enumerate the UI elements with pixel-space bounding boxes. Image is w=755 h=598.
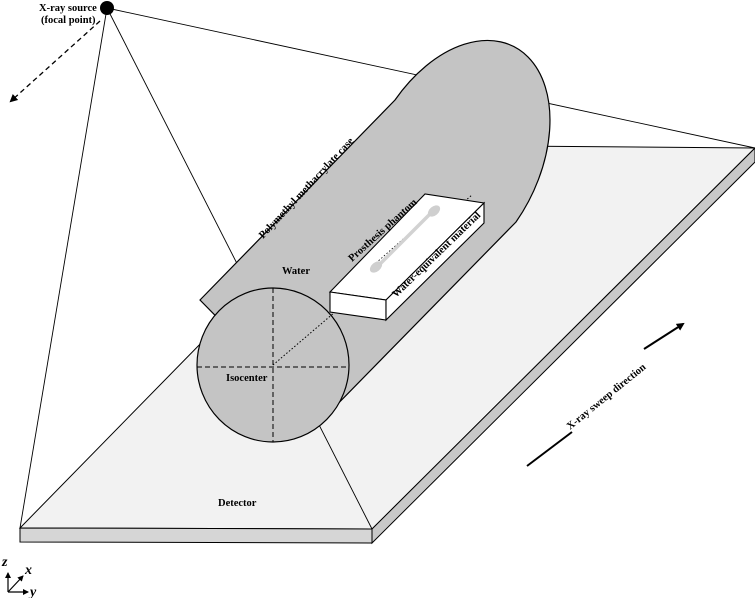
source-label-line1: X-ray source bbox=[39, 3, 97, 14]
axis-x-label: x bbox=[24, 563, 32, 578]
water-label: Water bbox=[282, 266, 310, 277]
sweep-arrow-tail bbox=[526, 431, 573, 467]
axis-indicator bbox=[5, 572, 29, 595]
source-motion-arrow bbox=[9, 20, 101, 103]
pmma-cylinder bbox=[196, 39, 551, 443]
axis-x-arrow bbox=[7, 575, 24, 593]
sweep-arrow-head-line bbox=[643, 322, 685, 350]
axis-z-label: z bbox=[1, 555, 8, 570]
prosthesis-phantom bbox=[369, 205, 441, 273]
isocenter-label: Isocenter bbox=[226, 373, 268, 384]
detector-label: Detector bbox=[218, 498, 257, 509]
detector-side-face bbox=[371, 147, 755, 545]
beam-line-left bbox=[19, 7, 108, 529]
xray-source-dot bbox=[100, 1, 114, 15]
axis-y-label: y bbox=[28, 585, 37, 598]
source-label-line2: (focal point) bbox=[41, 15, 96, 26]
sweep-label: X-ray sweep direction bbox=[565, 362, 648, 433]
detector-front-face bbox=[19, 527, 373, 544]
block-side-face bbox=[385, 201, 485, 322]
water-equivalent-block bbox=[328, 193, 486, 322]
